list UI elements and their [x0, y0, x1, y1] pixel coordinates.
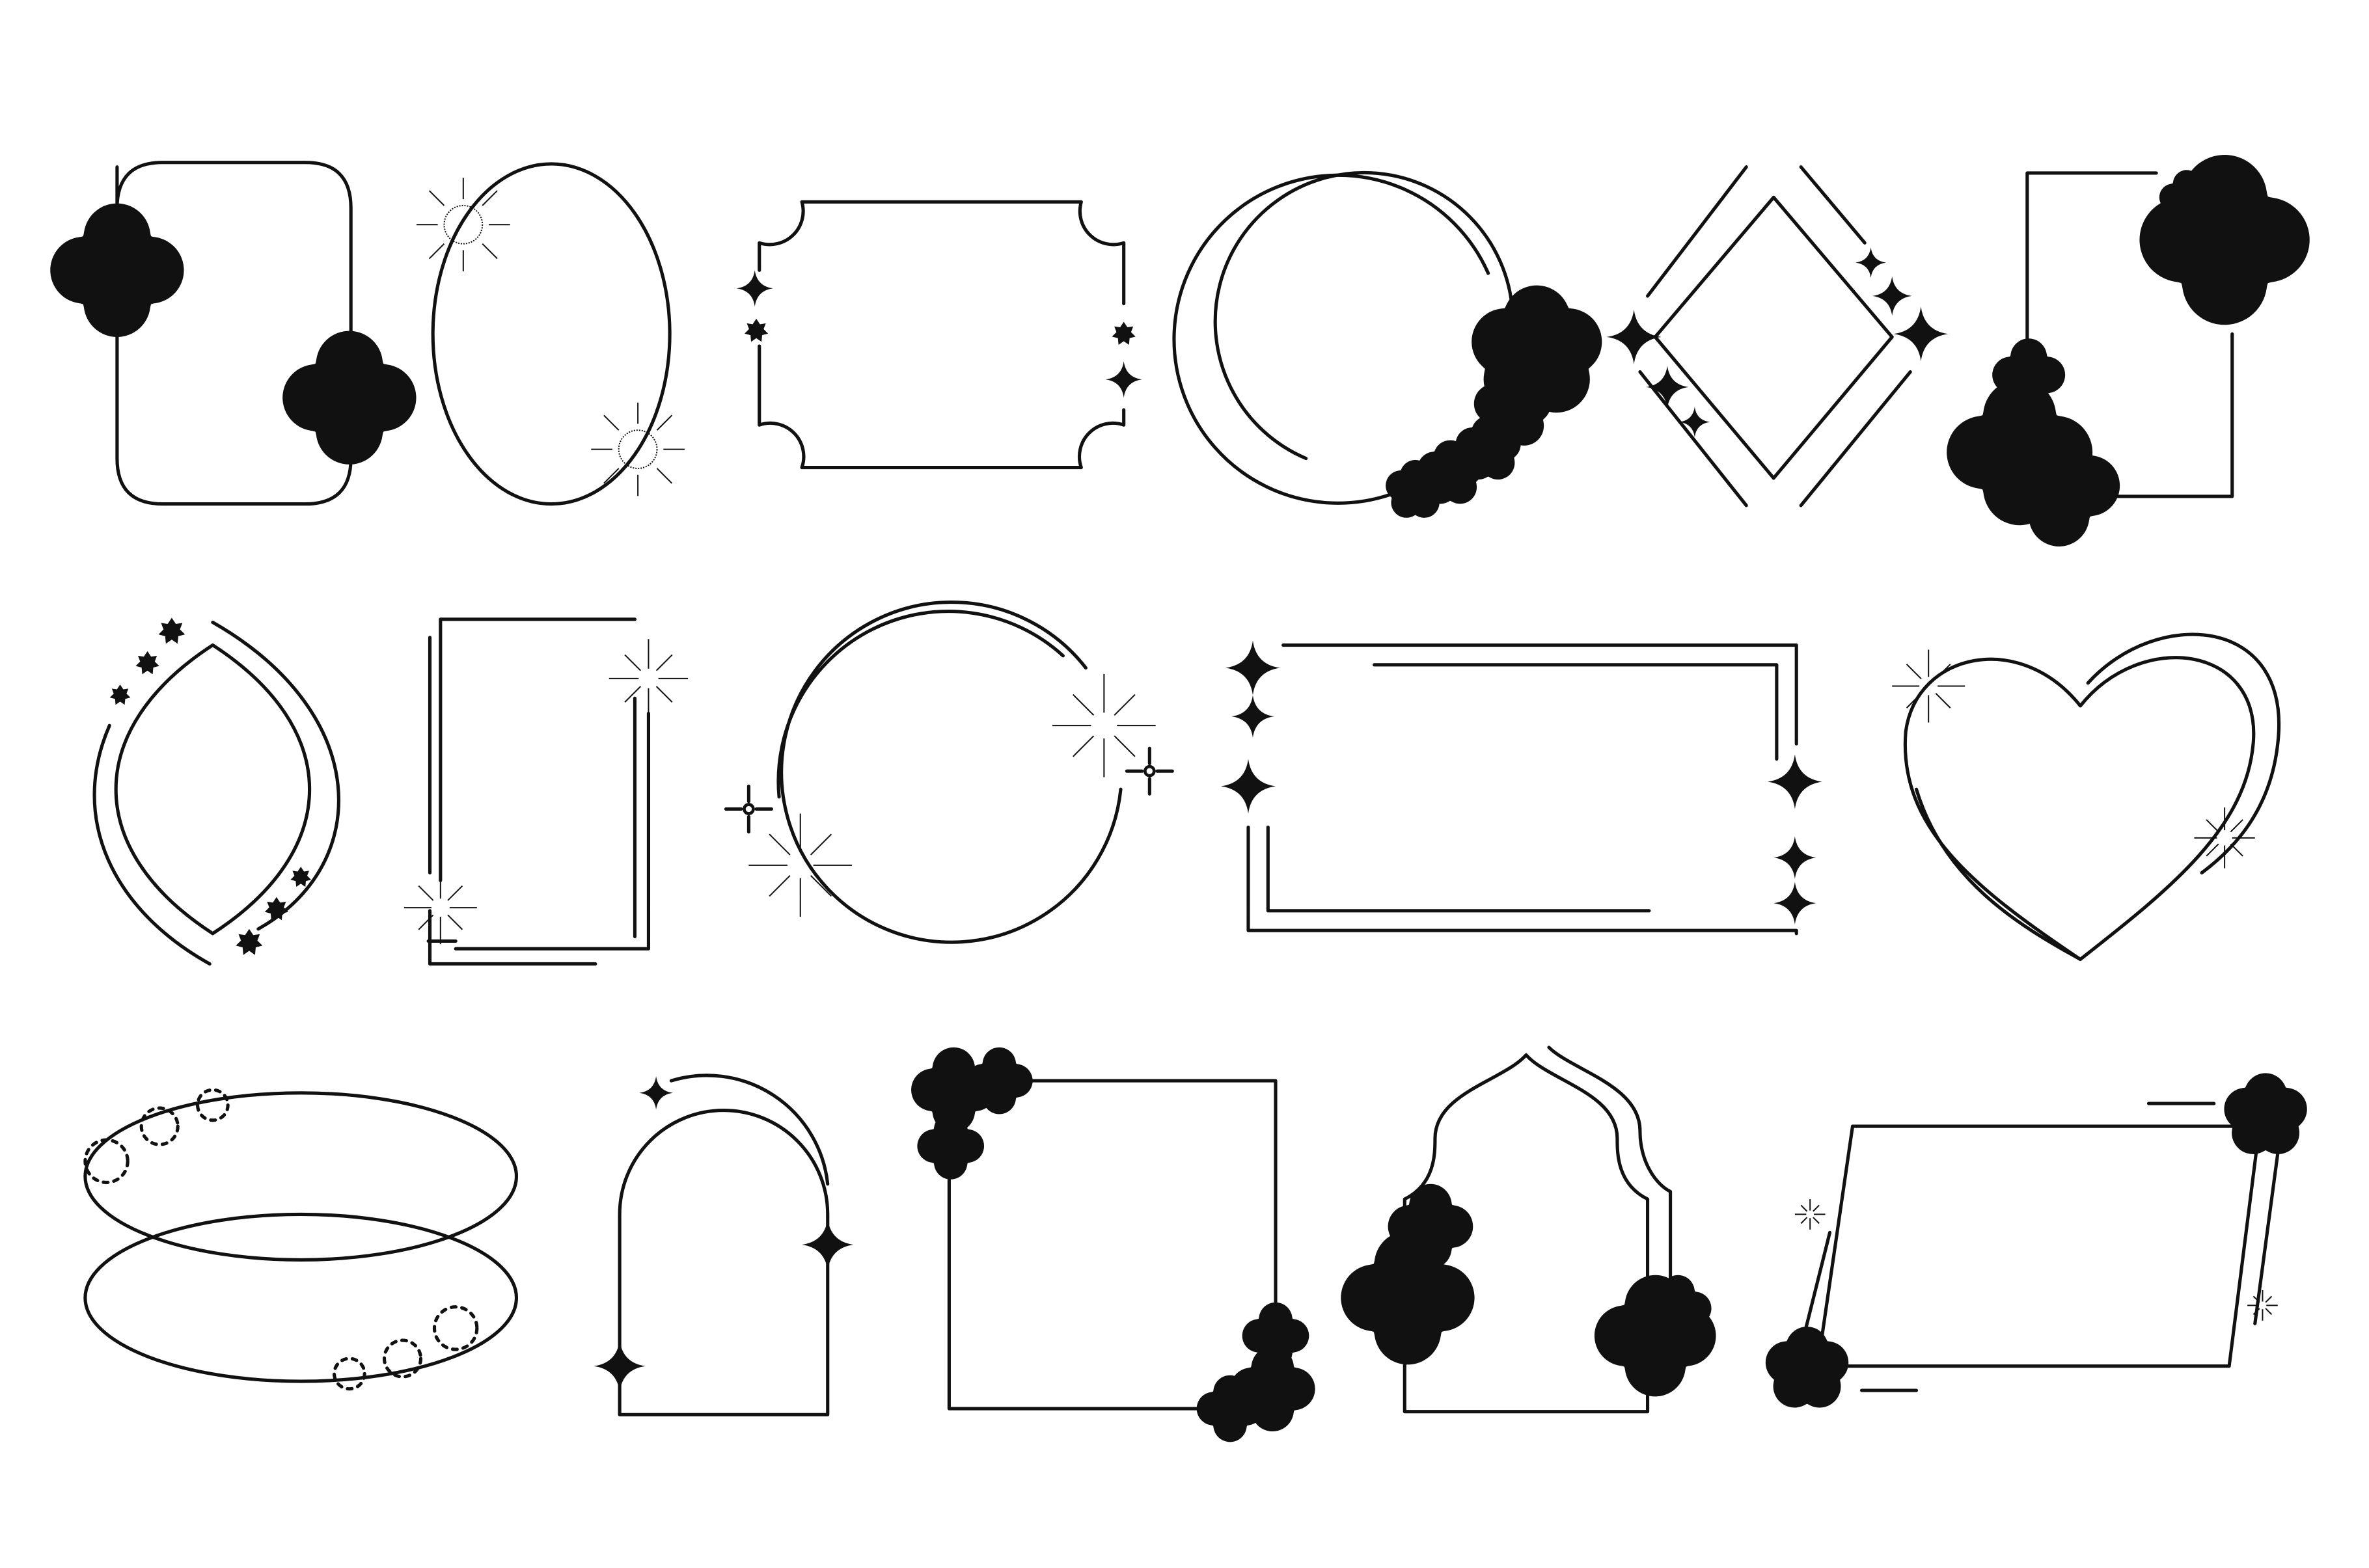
star-icon	[744, 318, 769, 342]
sparkle-icon	[1893, 306, 1949, 362]
onion-dome-frame	[1368, 1046, 1695, 1414]
leaf-frame	[92, 617, 340, 966]
sparkle-ray-icon	[748, 813, 852, 917]
rhombus-frame	[1606, 165, 1949, 507]
sparkle-icon	[1872, 276, 1912, 316]
sparkle-icon	[2173, 183, 2200, 211]
circle-frame	[726, 601, 1172, 943]
open-rectangle-frame	[1983, 173, 2267, 516]
parallelogram-frame	[1787, 1094, 2286, 1390]
rounded-rectangle-frame	[84, 161, 383, 506]
scalloped-corner-frame	[736, 200, 1142, 470]
heart-frame	[1892, 634, 2279, 962]
sparkle-icon	[1679, 407, 1710, 437]
starburst-icon	[2194, 807, 2254, 868]
arch-frame	[594, 1074, 854, 1416]
sparkle-icon	[84, 237, 151, 304]
wide-double-rectangle-frame	[1220, 640, 1822, 936]
star-icon	[1505, 319, 1568, 379]
starburst-icon	[609, 639, 688, 718]
double-rectangle-frame	[404, 619, 688, 964]
sparkle-icon	[316, 364, 383, 431]
oval-frame	[417, 164, 685, 504]
starburst-icon	[404, 871, 477, 944]
sparkle-ray-icon	[1052, 674, 1156, 777]
double-ellipse-frame	[83, 1088, 519, 1391]
starburst-icon	[417, 178, 510, 271]
square-frame	[933, 1064, 1294, 1425]
star-icon	[1112, 321, 1136, 345]
sparkle-icon	[1855, 247, 1886, 278]
star-icon	[1401, 475, 1429, 502]
diamond-icon	[1105, 361, 1142, 398]
diamond-icon	[736, 270, 773, 307]
sparkle-icon	[1646, 366, 1689, 409]
sparkle-icon	[1606, 309, 1662, 364]
double-circle-frame	[1172, 170, 1568, 503]
sparkle-icon	[2029, 455, 2089, 516]
